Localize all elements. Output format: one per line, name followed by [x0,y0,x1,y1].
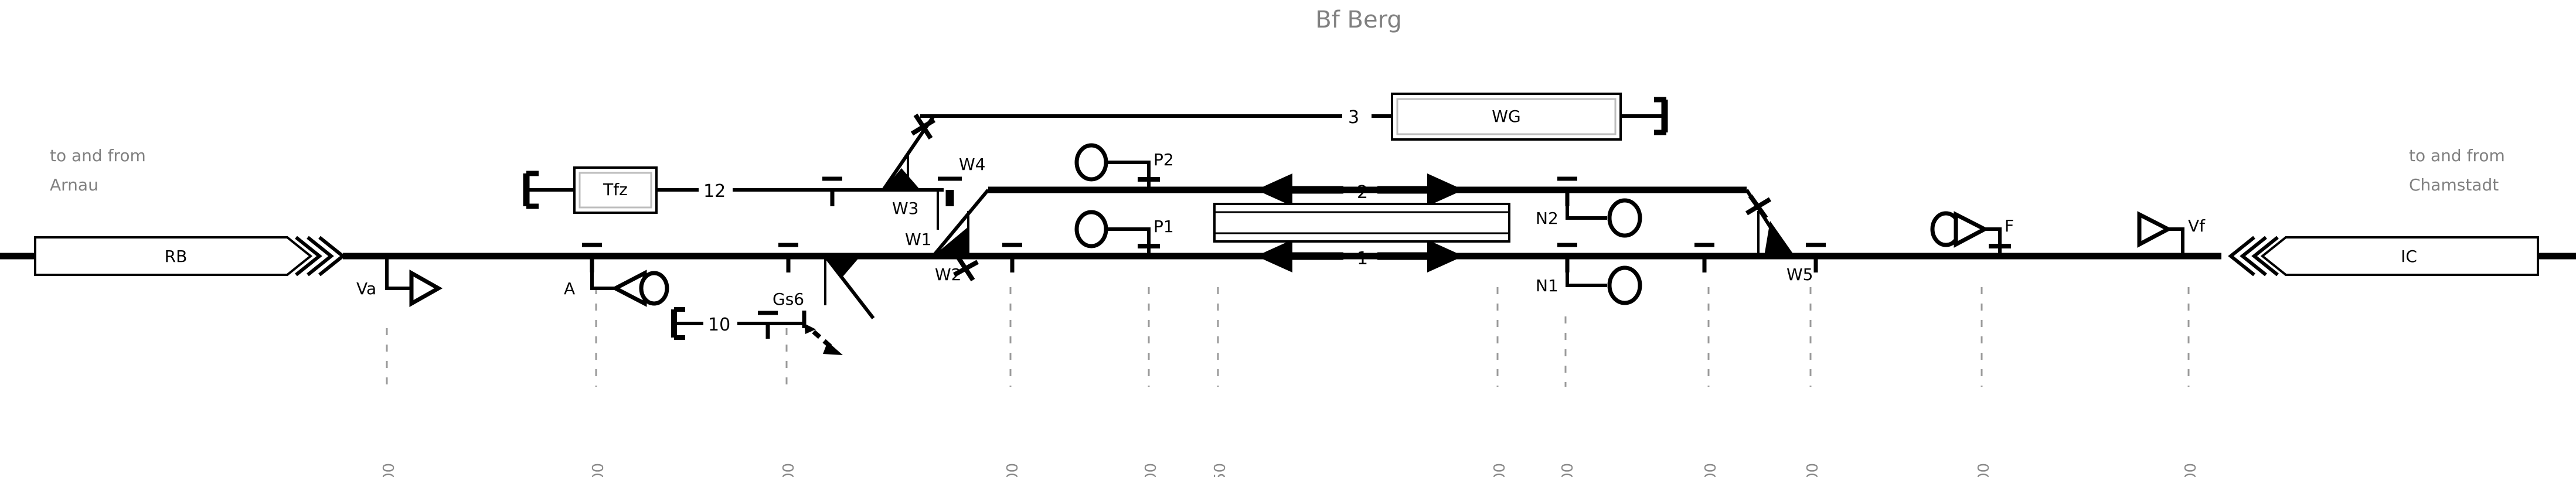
km-marker: 7.200 [380,328,398,477]
gs6-derailer-blade [804,323,816,334]
signal-va-group[interactable]: Va [356,256,443,307]
track-3-group: 3 WG [920,93,1668,141]
ic-train-box [2260,236,2539,276]
w3-frog [883,168,920,190]
track-2-arrow-left [1256,173,1292,206]
switch-w5-group: W5 [1694,189,1826,284]
left-destination-line2: Arnau [50,175,98,195]
left-destination-line1: to and from [50,146,146,165]
km-label: 9.200 [1702,463,1720,477]
tfz-box-label: Tfz [603,180,628,199]
km-marker: 8.400 [780,328,798,477]
track-1-arrow-right [1427,240,1464,272]
track-1-label: 1 [1357,248,1368,269]
km-label: 8.750 [1212,463,1229,477]
km-label: 7.200 [380,463,398,477]
switch-w2-group: W2 [931,189,1022,284]
km-marker-group: 7.200 8.200 8.400 8.600 8.700 8.750 9.00… [380,287,2200,477]
track-2-label: 2 [1357,182,1368,203]
km-marker: 9.500 [1975,287,1993,477]
wg-box-label: WG [1492,107,1520,126]
track-1-arrow-left [1256,240,1292,272]
signal-p1-label: P1 [1153,217,1174,236]
signal-vf-label: Vf [2188,216,2206,236]
n1-exit-circle [1607,265,1642,305]
signal-a-group[interactable]: A [564,243,669,307]
signal-va-label: Va [356,279,376,298]
rb-train-label: RB [165,247,188,266]
track-10-label: 10 [708,315,730,335]
signal-p1-group[interactable]: P1 [1074,210,1174,256]
derailer-gs6-label: Gs6 [773,289,804,309]
track-3-label: 3 [1348,107,1359,128]
ic-train-label: IC [2401,247,2417,266]
signal-n2-group[interactable]: N2 [1536,176,1642,238]
rb-train-box [34,236,313,276]
km-marker: 10.500 [2182,287,2200,477]
signal-vf-group[interactable]: Vf [2137,211,2206,256]
track-12-group: Tfz 12 [523,166,912,214]
km-label: 10.500 [2182,463,2200,477]
km-marker: 8.700 [1142,287,1160,477]
km-label: 8.400 [780,463,798,477]
n2-exit-circle [1607,198,1642,238]
km-marker: 9.100 [1559,316,1577,477]
right-destination-line2: Chamstadt [2409,175,2499,195]
switch-w4-label: W4 [959,155,986,174]
switch-w1-label: W1 [905,230,932,249]
p2-shunt-circle [1074,143,1108,182]
km-label: 9.100 [1559,463,1577,477]
km-marker: 9.300 [1804,287,1822,477]
va-distant-triangle [409,270,443,307]
right-destination-line1: to and from [2409,146,2505,165]
vf-distant-triangle [2137,211,2173,248]
km-marker: 8.750 [1212,287,1229,477]
switch-w3-group: W3 [882,113,936,218]
km-marker: 9.000 [1491,287,1509,477]
ic-train-group: IC [2040,236,2576,277]
signal-n1-label: N1 [1536,276,1558,295]
km-label: 8.200 [590,463,607,477]
signal-f-label: F [2005,216,2014,236]
signal-n1-group[interactable]: N1 [1536,243,1642,305]
signal-a-label: A [564,279,575,298]
switch-w2-label: W2 [935,265,962,284]
p1-shunt-circle [1074,210,1108,248]
gs6-derailer-arrow [823,342,843,355]
signal-f-group[interactable]: F [1930,211,2014,256]
w1-frog [825,256,860,277]
track-2-arrow-right [1427,173,1464,206]
track-1-group: 1 [933,240,2040,272]
km-label: 9.000 [1491,463,1509,477]
track-2-group: 2 [942,173,1747,206]
km-marker: 8.600 [1004,287,1022,477]
signal-p2-group[interactable]: P2 [1074,143,1174,190]
switch-w5-label: W5 [1786,265,1813,284]
km-label: 9.300 [1804,463,1822,477]
track-12-label: 12 [703,181,726,202]
km-label: 9.500 [1975,463,1993,477]
km-marker: 9.200 [1702,287,1720,477]
km-marker: 8.200 [590,287,607,477]
w5-frog [1764,221,1795,256]
signal-p2-label: P2 [1153,150,1174,169]
platform [1213,203,1510,243]
switch-w4-group: W4 [912,155,986,230]
a-home-circle [639,271,669,306]
km-label: 8.700 [1142,463,1160,477]
track-10-group: 10 Gs6 [671,289,843,355]
w2-frog [933,227,968,256]
switch-w1-group: W1 [778,230,932,319]
page-title: Bf Berg [1315,6,1401,33]
km-label: 8.600 [1004,463,1022,477]
signal-n2-label: N2 [1536,209,1558,228]
switch-w3-label: W3 [892,199,919,218]
f-home-triangle [1954,211,1989,248]
